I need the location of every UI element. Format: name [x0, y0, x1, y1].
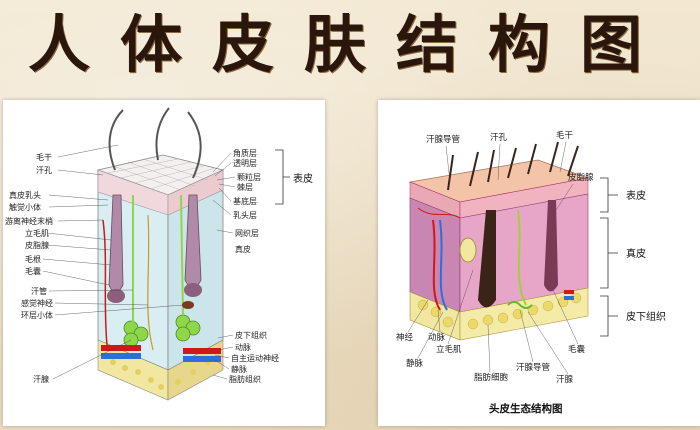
label-subcutaneous: 皮下组织: [235, 330, 267, 340]
vein-right: [183, 356, 221, 362]
label-vein-bottom: 静脉: [406, 358, 424, 369]
label-artery: 动脉: [235, 342, 251, 352]
label-sweat-gland-bottom: 汗腺: [556, 374, 574, 385]
bracket-subcutaneous: [600, 295, 618, 337]
label-free-nerve-ending: 游离神经末梢: [5, 216, 53, 226]
label-sensory-nerve: 感觉神经: [21, 298, 53, 308]
label-sweat-duct-bottom: 汗腺导管: [516, 362, 550, 373]
skin-section-diagram: 毛干 汗孔 真皮乳头 触觉小体 游离神经末梢 立毛肌 皮脂腺 毛根 毛囊 汗管 …: [5, 107, 313, 401]
nerve-path: [517, 209, 527, 306]
layer-label-epidermis: 表皮: [626, 189, 646, 202]
label-sebaceous-gland: 皮脂腺: [25, 240, 49, 250]
label-artery-bottom: 动脉: [428, 332, 446, 343]
sebaceous-gland: [459, 237, 477, 263]
label-sweat-pore: 汗孔: [36, 166, 52, 175]
sweat-duct-right: [180, 194, 184, 316]
label-hair-follicle: 毛囊: [25, 266, 41, 276]
vein-vessel: [439, 219, 448, 311]
label-autonomic-nerve: 自主运动神经: [231, 353, 279, 363]
second-hair-follicle: [544, 200, 558, 292]
hair-shafts: [447, 141, 579, 191]
right-leaders: [212, 152, 236, 380]
label-tactile-corpuscle: 触觉小体: [9, 202, 41, 212]
bottom-leaders: [407, 269, 579, 375]
left-labels: 毛干 汗孔 真皮乳头 触觉小体 游离神经末梢 立毛肌 皮脂腺 毛根 毛囊 汗管 …: [5, 152, 53, 384]
surface-grid: [107, 158, 216, 191]
fat-cells-right: [417, 292, 582, 330]
label-reticular-layer: 网织层: [235, 228, 259, 238]
label-fat-cells: 脂肪细胞: [474, 372, 509, 383]
capillary-top: [417, 207, 461, 219]
hair-follicle-left: [107, 109, 125, 303]
sweat-gland-coil: [507, 301, 533, 309]
label-sweat-gland: 汗腺: [33, 374, 49, 384]
label-sweat-gland-duct-top: 汗腺导管: [426, 134, 460, 145]
label-stratum-lucidum: 透明层: [233, 159, 257, 168]
fat-front: [459, 287, 589, 341]
layer-label-subcutaneous: 皮下组织: [626, 310, 666, 323]
hair-follicle-right: [184, 111, 202, 297]
left-leaders: [42, 144, 184, 380]
label-arrector-pili-bottom: 立毛肌: [436, 344, 462, 355]
bracket-dermis: [600, 217, 618, 289]
right-diagram-panel: 汗腺导管 汗孔 毛干 皮脂腺 表皮 真皮 皮下组织 神经 动脉 立毛肌 静脉 脂…: [378, 100, 700, 426]
label-hair-shaft-top: 毛干: [556, 130, 574, 141]
bracket-epidermis: [600, 177, 618, 213]
label-stratum-basale: 基底层: [233, 196, 257, 206]
vein-left: [101, 353, 141, 359]
capillary: [102, 219, 108, 346]
label-vein: 静脉: [231, 364, 247, 374]
label-arrector-pili: 立毛肌: [25, 228, 49, 238]
layer-label-dermis: 真皮: [626, 247, 646, 260]
hair-shaft-middle: [155, 107, 170, 161]
top-leaders: [445, 141, 574, 211]
artery-vessel: [432, 219, 441, 311]
label-epidermis-bracket: 表皮: [293, 172, 313, 185]
label-stratum-granulosum: 颗粒层: [237, 172, 261, 182]
label-sebaceous-gland-top: 皮脂腺: [568, 172, 594, 183]
vein-segment: [564, 296, 574, 300]
artery-right: [183, 348, 221, 354]
label-stratum-corneum: 角质层: [233, 148, 257, 158]
artery-left: [101, 345, 141, 351]
artery-segment: [564, 290, 574, 294]
scalp-diagram-caption: 头皮生态结构图: [489, 402, 563, 415]
pacinian-corpuscle: [182, 301, 194, 309]
nerve-fiber: [147, 214, 154, 351]
label-papillary-layer: 乳头层: [233, 210, 257, 220]
label-hair-root: 毛根: [25, 254, 41, 264]
right-labels: 角质层 透明层 颗粒层 棘层 基底层 乳头层 网织层 真皮 皮下组织 动脉 自主…: [229, 148, 313, 384]
label-nerve: 神经: [396, 332, 414, 343]
page-title: 人体皮肤结构图: [27, 8, 672, 81]
label-fat-tissue: 脂肪组织: [229, 374, 261, 384]
epidermis-bracket: [275, 149, 290, 205]
label-stratum-spinosum: 棘层: [237, 183, 253, 192]
label-hair-follicle-bottom: 毛囊: [568, 344, 586, 355]
label-dermal-papilla: 真皮乳头: [9, 190, 41, 200]
label-hair-shaft: 毛干: [36, 152, 52, 162]
label-pacinian: 环层小体: [21, 310, 53, 320]
main-hair-follicle: [478, 210, 496, 308]
scalp-diagram: 汗腺导管 汗孔 毛干 皮脂腺 表皮 真皮 皮下组织 神经 动脉 立毛肌 静脉 脂…: [396, 130, 666, 415]
label-sweat-duct: 汗管: [31, 286, 47, 296]
label-dermis: 真皮: [235, 244, 251, 254]
label-sweat-pore-top: 汗孔: [490, 132, 508, 143]
left-diagram-panel: 毛干 汗孔 真皮乳头 触觉小体 游离神经末梢 立毛肌 皮脂腺 毛根 毛囊 汗管 …: [3, 100, 325, 426]
